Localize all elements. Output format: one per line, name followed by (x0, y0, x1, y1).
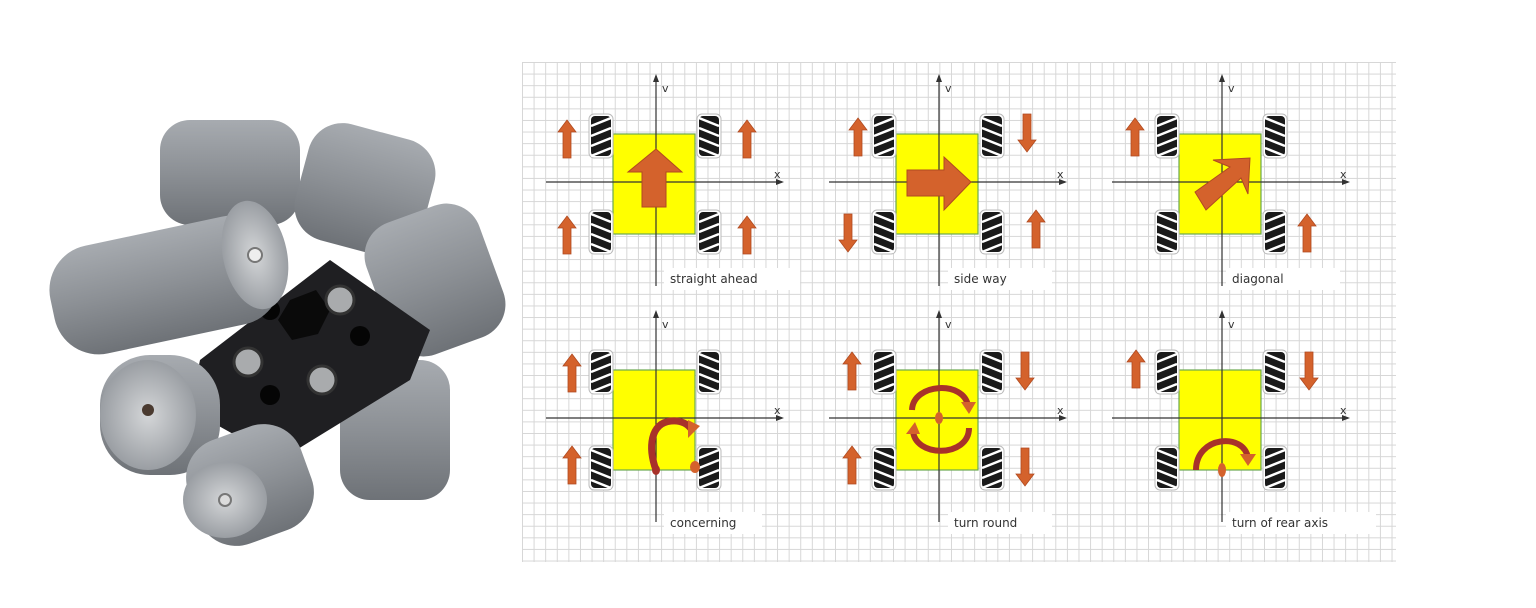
wheel-arrow-down-icon (1299, 351, 1319, 391)
wheel-arrow-up-icon (848, 117, 868, 157)
panel-side-way (829, 74, 1067, 286)
wheel-arrow-up-icon (1126, 349, 1146, 389)
label-turn-round: turn round (948, 512, 1052, 534)
wheel-arrow-up-icon (557, 119, 577, 159)
wheel-arrow-down-icon (1015, 447, 1035, 487)
direction-arrow-right-icon (906, 155, 972, 212)
wheel-arrow-up-icon (737, 215, 757, 255)
label-side-way: side way (948, 268, 1052, 290)
wheel-arrow-up-icon (737, 119, 757, 159)
wheel-arrow-up-icon (842, 351, 862, 391)
wheel-arrow-up-icon (1297, 213, 1317, 253)
panel-turn-of-rear-axis (1112, 310, 1350, 522)
label-diagonal: diagonal (1226, 268, 1340, 290)
wheel-hub (190, 260, 430, 460)
hex-bore (278, 290, 330, 340)
direction-arrow-up-right-icon (1194, 157, 1251, 211)
wheel-arrow-up-icon (562, 445, 582, 485)
mecanum-wheel-photo (49, 120, 506, 546)
wheel-arrow-down-icon (838, 213, 858, 253)
panel-turn-round (829, 310, 1067, 522)
wheel-arrow-down-icon (1017, 113, 1037, 153)
direction-arrow-up-icon (626, 148, 684, 208)
panel-concerning (546, 310, 784, 522)
label-concerning: concerning (664, 512, 762, 534)
wheel-arrow-up-icon (557, 215, 577, 255)
wheel-arrow-up-icon (1026, 209, 1046, 249)
rotate-clockwise-icon (906, 385, 976, 454)
rotate-arrow-icon (648, 417, 700, 475)
label-turn-of-rear-axis: turn of rear axis (1226, 512, 1376, 534)
mecanum-motion-grid: v x (522, 62, 1396, 562)
wheel-arrow-up-icon (842, 445, 862, 485)
wheel-arrow-up-icon (562, 353, 582, 393)
wheel-arrow-down-icon (1015, 351, 1035, 391)
wheel-arrow-up-icon (1125, 117, 1145, 157)
label-straight-ahead: straight ahead (664, 268, 800, 290)
roller (49, 200, 314, 546)
rotate-arrow-icon (1193, 438, 1256, 477)
panel-straight-ahead (546, 74, 784, 286)
panel-diagonal (1112, 74, 1350, 286)
